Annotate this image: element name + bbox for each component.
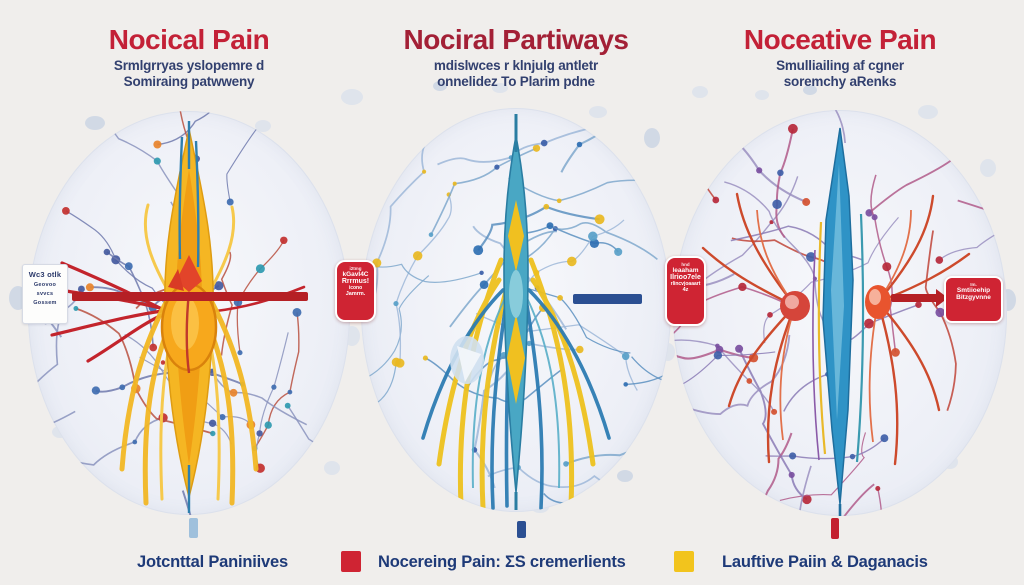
right-circle-bottom-tick — [831, 518, 839, 539]
legend-caption-right: Lauftive Paiin & Daganacis — [722, 553, 928, 571]
teal-vertical — [855, 213, 865, 463]
middle-circle-illustration — [361, 108, 671, 512]
middle-circle-side-label: i2tmg kGavI4C Rrrmus! icono Jamrm. — [335, 260, 376, 322]
nerve-bundle-art — [28, 111, 350, 515]
ganglion-highlight — [171, 296, 199, 350]
panel-header-right: Noceative Pain Smulliailing af cgner sor… — [673, 24, 1007, 90]
panel-subtitle-middle: mdislwces r klnjulg antletr onnelidez To… — [433, 58, 599, 89]
middle-navy-indicator-bar — [573, 294, 642, 304]
panel-subtitle-left: Srmlgrryas yslopemre d Somiraing patwwen… — [113, 58, 265, 89]
middle-circle-bottom-tick — [517, 521, 526, 538]
starburst-right-highlight — [869, 289, 881, 305]
right-circle-callout-label: Im. Smtiioehip Bitzgyvnne — [944, 276, 1003, 323]
legend-caption-middle: Nocereing Pain: ΣS cremerlients — [378, 553, 626, 571]
panel-title-middle: Nociral Partiways — [403, 24, 629, 55]
right-red-arrow-line — [891, 294, 938, 302]
neural-pathways-art — [361, 108, 671, 512]
panel-title-left: Nocical Pain — [108, 24, 270, 55]
left-circle-illustration — [28, 111, 350, 515]
panel-subtitle-right: Smulliailing af cgner soremchy aRenks — [776, 58, 904, 89]
left-circle-side-label: Wc3 otlk Geovoo svvcs Gossem — [22, 264, 68, 324]
red-cap-small — [168, 269, 184, 291]
panel-header-middle: Nociral Partiways mdislwces r klnjulg an… — [361, 24, 671, 90]
legend-swatch-red — [341, 551, 361, 572]
spindle-highlight — [509, 270, 523, 318]
sensitized-nerves-art — [673, 110, 1007, 516]
legend-caption-left: Jotcnttal Paniniives — [137, 553, 288, 571]
teal-axons — [178, 121, 200, 513]
right-circle-side-label: hnd leaaham Ilrioo7ele rlincvjoaaart 4z — [665, 256, 706, 326]
left-circle-bottom-tick — [189, 518, 198, 538]
blade-highlight — [831, 164, 844, 420]
white-patch — [457, 346, 481, 382]
panel-header-left: Nocical Pain Srmlgrryas yslopemre d Somi… — [28, 24, 350, 90]
left-red-indicator-line — [72, 292, 308, 301]
starburst-left-highlight — [785, 295, 799, 309]
legend-swatch-yellow — [674, 551, 694, 572]
red-cap — [176, 255, 202, 292]
yellow-segment-upper — [508, 200, 524, 272]
purple-vertical — [812, 249, 820, 461]
yellow-segment-lower — [507, 314, 525, 404]
panel-title-right: Noceative Pain — [743, 24, 937, 55]
yellow-vertical — [817, 221, 827, 455]
teal-fibers-thin — [471, 297, 561, 489]
